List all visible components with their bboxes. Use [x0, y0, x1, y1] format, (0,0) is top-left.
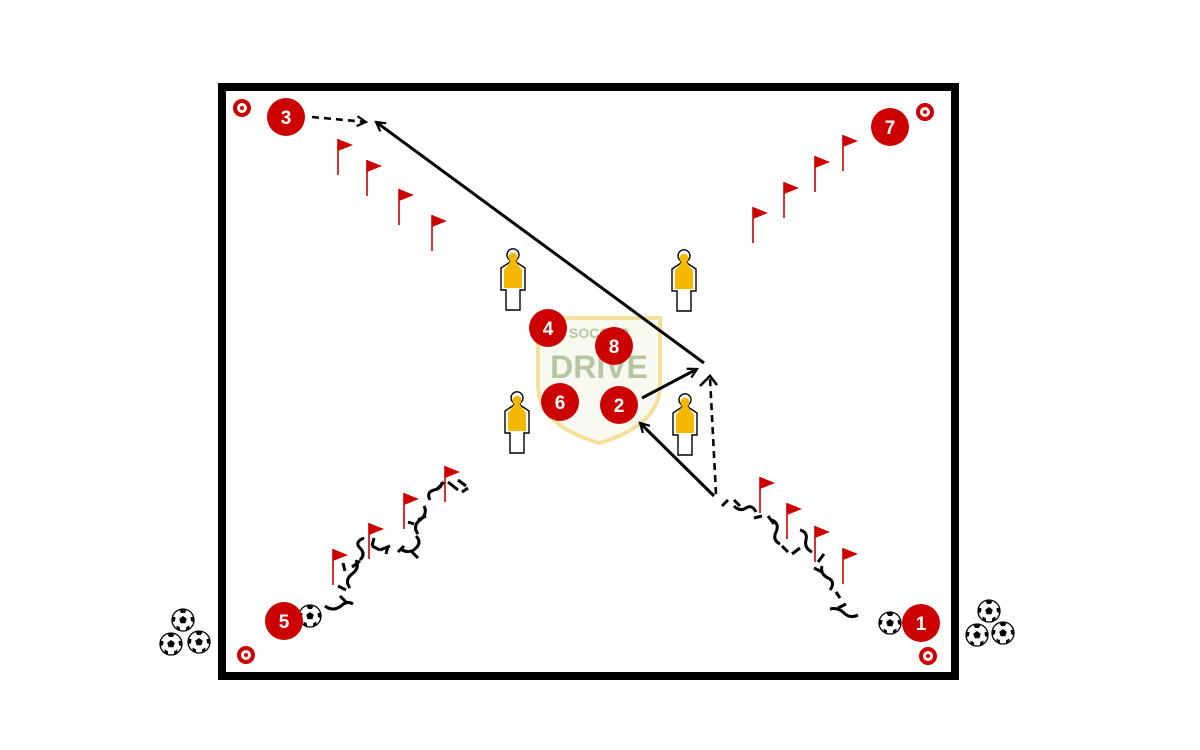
flags-top-left [338, 139, 447, 251]
player-label: 5 [279, 612, 290, 633]
player-2: 2 [600, 386, 638, 424]
ring-cone-icon [918, 105, 932, 119]
soccer-ball-icon [966, 624, 988, 646]
soccer-ball-icon [879, 612, 901, 634]
flags-top-right [753, 135, 858, 243]
player-label: 4 [543, 319, 554, 340]
flag-pole-icon [784, 182, 799, 218]
ring-cone-icon [239, 648, 253, 662]
dribble-path-bottom-right [722, 500, 858, 617]
flags-bottom-right [760, 477, 858, 584]
player-3: 3 [267, 98, 305, 136]
soccer-ball-icon [978, 600, 1000, 622]
player-label: 6 [555, 393, 566, 414]
soccer-ball-icon [992, 622, 1014, 644]
flag-pole-icon [333, 549, 348, 585]
player-7: 7 [871, 108, 909, 146]
mannequin-icon [672, 250, 696, 311]
soccer-ball-icon [160, 633, 182, 655]
flag-pole-icon [753, 207, 768, 243]
player-label: 8 [609, 337, 620, 358]
player-label: 7 [885, 118, 896, 139]
mannequin-icon [501, 249, 525, 310]
player-4: 4 [529, 309, 567, 347]
player-label: 1 [916, 614, 927, 635]
run-line [312, 117, 366, 122]
ring-cone-icon [921, 649, 935, 663]
ring-cone-icon [235, 101, 249, 115]
flag-pole-icon [367, 160, 382, 196]
player-8: 8 [595, 327, 633, 365]
flag-pole-icon [369, 523, 384, 559]
player-1: 1 [902, 604, 940, 642]
soccer-ball-icon [172, 609, 194, 631]
flag-pole-icon [399, 189, 414, 225]
player-6: 6 [541, 383, 579, 421]
player-5: 5 [265, 602, 303, 640]
player-label: 3 [281, 108, 292, 129]
flag-pole-icon [843, 548, 858, 584]
flag-pole-icon [815, 156, 830, 192]
flag-pole-icon [843, 135, 858, 171]
run-arrowhead [700, 376, 717, 386]
dribble-path-bottom-left [325, 480, 468, 609]
flag-pole-icon [787, 503, 802, 539]
mannequin-icon [505, 392, 529, 453]
mannequin-icon [673, 394, 697, 455]
flag-pole-icon [760, 477, 775, 513]
run-line [710, 378, 716, 494]
flag-pole-icon [338, 139, 353, 175]
flag-pole-icon [432, 215, 447, 251]
soccer-ball-icon [188, 631, 210, 653]
player-label: 2 [614, 396, 625, 417]
